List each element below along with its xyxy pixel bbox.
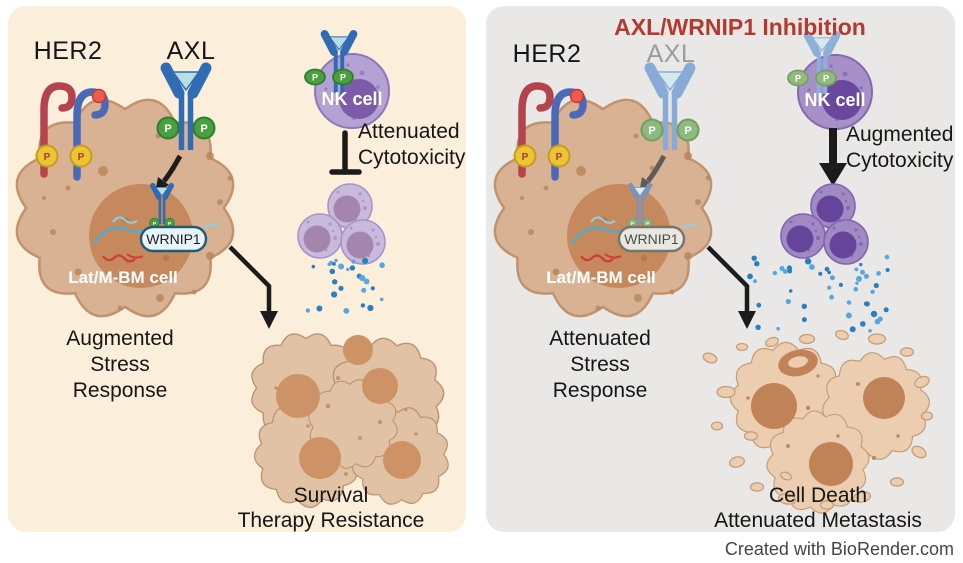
nuclear-axl-wrnip1-complex bbox=[92, 186, 221, 263]
activation-arrow-icon bbox=[819, 128, 847, 186]
phospho-green-icon bbox=[156, 116, 180, 140]
phospho-green-icon-faded bbox=[787, 69, 809, 87]
stress-response-text: Augmented Stress Response bbox=[66, 327, 174, 402]
tumor-mass-speckles bbox=[274, 376, 418, 476]
tumor-cell-speckles bbox=[520, 133, 711, 311]
cytotoxicity-text: Attenuated Cytotoxicity bbox=[358, 119, 465, 171]
wrnip1-badge bbox=[139, 225, 208, 253]
nuclear-axl-wrnip1-complex-inhibited bbox=[570, 186, 699, 263]
phospho-green-icon-faded bbox=[640, 118, 664, 142]
phospho-green-icon bbox=[192, 116, 216, 140]
baseline-illustration bbox=[15, 6, 466, 522]
cytotoxicity-text: Augmented Cytotoxicity bbox=[846, 122, 953, 174]
panel-inhibition: AXL/WRNIP1 Inhibition HER2 AXL NK cell W… bbox=[486, 6, 955, 532]
progression-arrow-icon bbox=[706, 245, 756, 329]
cytotoxicity-line2: Cytotoxicity bbox=[358, 146, 466, 169]
cytotoxic-granules bbox=[747, 254, 890, 333]
inhibition-bar-icon bbox=[329, 130, 362, 175]
immune-cell-cluster bbox=[780, 183, 869, 265]
cytotoxic-granules bbox=[305, 257, 385, 314]
wrnip1-label: WRNIP1 bbox=[146, 231, 201, 247]
wrnip1-badge-inhibited bbox=[617, 225, 686, 253]
her2-label: HER2 bbox=[33, 37, 103, 65]
axl-label-inhibited: AXL bbox=[646, 40, 696, 68]
phospho-green-icon-faded bbox=[676, 118, 700, 142]
tumor-cell-speckles bbox=[42, 133, 233, 311]
tumor-cell-label: Lat/M-BM cell bbox=[68, 268, 178, 287]
panel-title: AXL/WRNIP1 Inhibition bbox=[614, 14, 866, 40]
outcome-text: Cell Death Attenuated Metastasis bbox=[714, 484, 922, 532]
phospho-green-icon bbox=[332, 68, 354, 86]
cytotoxicity-line1: Attenuated bbox=[358, 120, 460, 143]
panel-baseline: HER2 AXL NK cell WRNIP1 Lat/M-BM cell At… bbox=[8, 6, 466, 532]
progression-arrow-icon bbox=[228, 245, 278, 329]
stress-response-text: Attenuated Stress Response bbox=[549, 327, 651, 402]
axl-label: AXL bbox=[166, 37, 216, 65]
phospho-green-icon bbox=[304, 68, 326, 86]
wrnip1-label: WRNIP1 bbox=[624, 231, 679, 247]
nucleus-ring-hole bbox=[788, 356, 808, 368]
nk-cell-label: NK cell bbox=[321, 89, 383, 109]
cell-fragments bbox=[702, 329, 934, 510]
cytotoxicity-line1: Augmented bbox=[846, 123, 954, 146]
nk-cell-label: NK cell bbox=[804, 90, 866, 110]
biorender-credit: Created with BioRender.com bbox=[724, 539, 954, 559]
her2-label: HER2 bbox=[512, 40, 582, 68]
inhibition-illustration bbox=[493, 6, 944, 532]
tumor-cell-label: Lat/M-BM cell bbox=[546, 268, 656, 287]
cytotoxicity-line2: Cytotoxicity bbox=[846, 149, 954, 172]
phospho-green-icon-faded bbox=[815, 69, 837, 87]
immune-cell-cluster bbox=[297, 183, 386, 265]
debris-speckles bbox=[746, 374, 900, 460]
tumor-mass-nuclei bbox=[276, 335, 421, 479]
outcome-text: Survival Therapy Resistance bbox=[237, 484, 425, 532]
